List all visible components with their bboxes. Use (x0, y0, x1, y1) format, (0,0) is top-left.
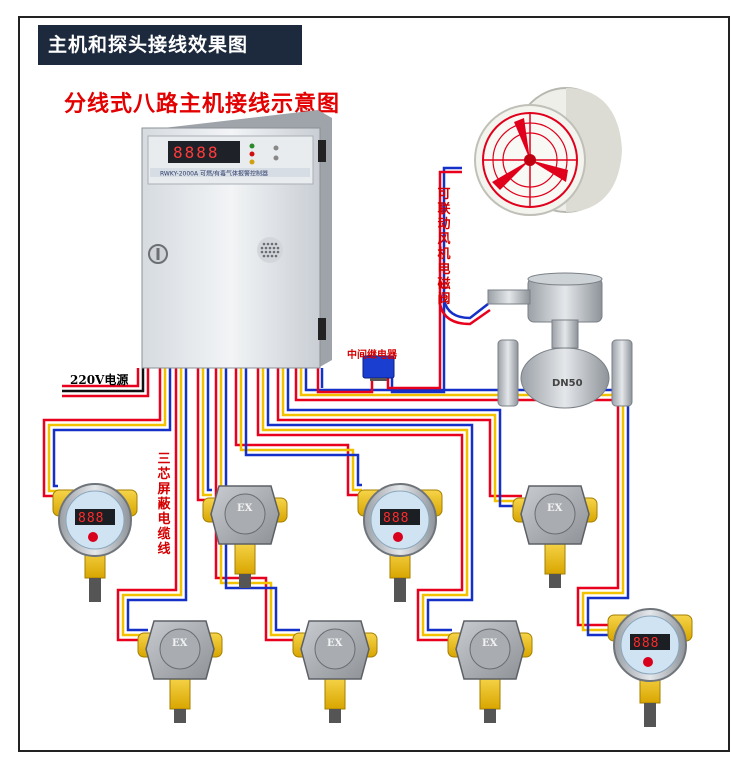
fan-blade (492, 160, 530, 190)
relay-label: 中间继电器 (347, 350, 397, 361)
valve-body-text: DN50 (552, 378, 583, 389)
solenoid-valve: DN50 (487, 272, 633, 409)
detector-4: EX (512, 485, 598, 588)
wire-bundle-3 (234, 368, 362, 497)
detector-display (630, 634, 670, 650)
speaker-grille (257, 237, 283, 263)
panel-button (273, 145, 279, 151)
hinge-top (318, 140, 326, 162)
controller-model-text: RWKY-2000A 可燃/有毒气体报警控制器 (160, 170, 268, 178)
explosion-proof-fan (474, 87, 622, 216)
relay-base (370, 378, 387, 381)
lock-slot (156, 248, 160, 260)
controller-unit: 8888 RWKY-2000A 可燃/有毒气体报警控制器 (141, 110, 332, 369)
diagram-title: 分线式八路主机接线示意图 (64, 91, 341, 117)
cable-label: 三芯屏蔽电缆线 (157, 452, 171, 557)
status-led (249, 151, 255, 157)
ex-mark: EX (237, 503, 253, 514)
valve-flange-left (497, 339, 519, 407)
controller-display (168, 141, 240, 163)
detector-display (380, 509, 420, 525)
fan-valve-label: 可联动风机电磁阀 (437, 187, 451, 307)
status-led (249, 159, 255, 165)
detector-2: EX (202, 485, 288, 588)
wire-bundle-7 (256, 368, 464, 642)
detector-8: 888 (607, 608, 693, 727)
controller-display-value: 8888 (173, 143, 220, 162)
status-led (393, 532, 403, 542)
wire-bundle-8 (294, 368, 620, 627)
detector-display-value: 888 (633, 636, 659, 651)
fan-blade (514, 118, 530, 160)
detector-display-value: 888 (78, 511, 104, 526)
ex-mark: EX (327, 638, 343, 649)
detector-display-value: 888 (383, 511, 409, 526)
ex-mark: EX (547, 503, 563, 514)
detector-1: 888 (52, 483, 138, 602)
panel-button (273, 155, 279, 161)
header-title: 主机和探头接线效果图 (38, 25, 302, 65)
wire-bundle-2 (196, 368, 212, 502)
valve-flange-right (611, 339, 633, 407)
power-cable (62, 368, 150, 398)
status-led (88, 532, 98, 542)
ex-mark: EX (482, 638, 498, 649)
ex-mark: EX (172, 638, 188, 649)
status-led (249, 143, 255, 149)
detector-display (75, 509, 115, 525)
detector-7: EX (447, 620, 533, 723)
detector-5: EX (137, 620, 223, 723)
wire-bundle-5 (116, 368, 178, 642)
detector-3: 888 (357, 483, 443, 602)
model-strip (150, 168, 310, 177)
status-led (643, 657, 653, 667)
cable-bundles (42, 368, 630, 642)
wire-bundle-1 (42, 368, 162, 498)
power-label: 220V电源 (70, 373, 129, 387)
fan-blade (530, 160, 568, 182)
hinge-bottom (318, 318, 326, 340)
relay-wiring (316, 166, 491, 394)
detector-6: EX (292, 620, 378, 723)
